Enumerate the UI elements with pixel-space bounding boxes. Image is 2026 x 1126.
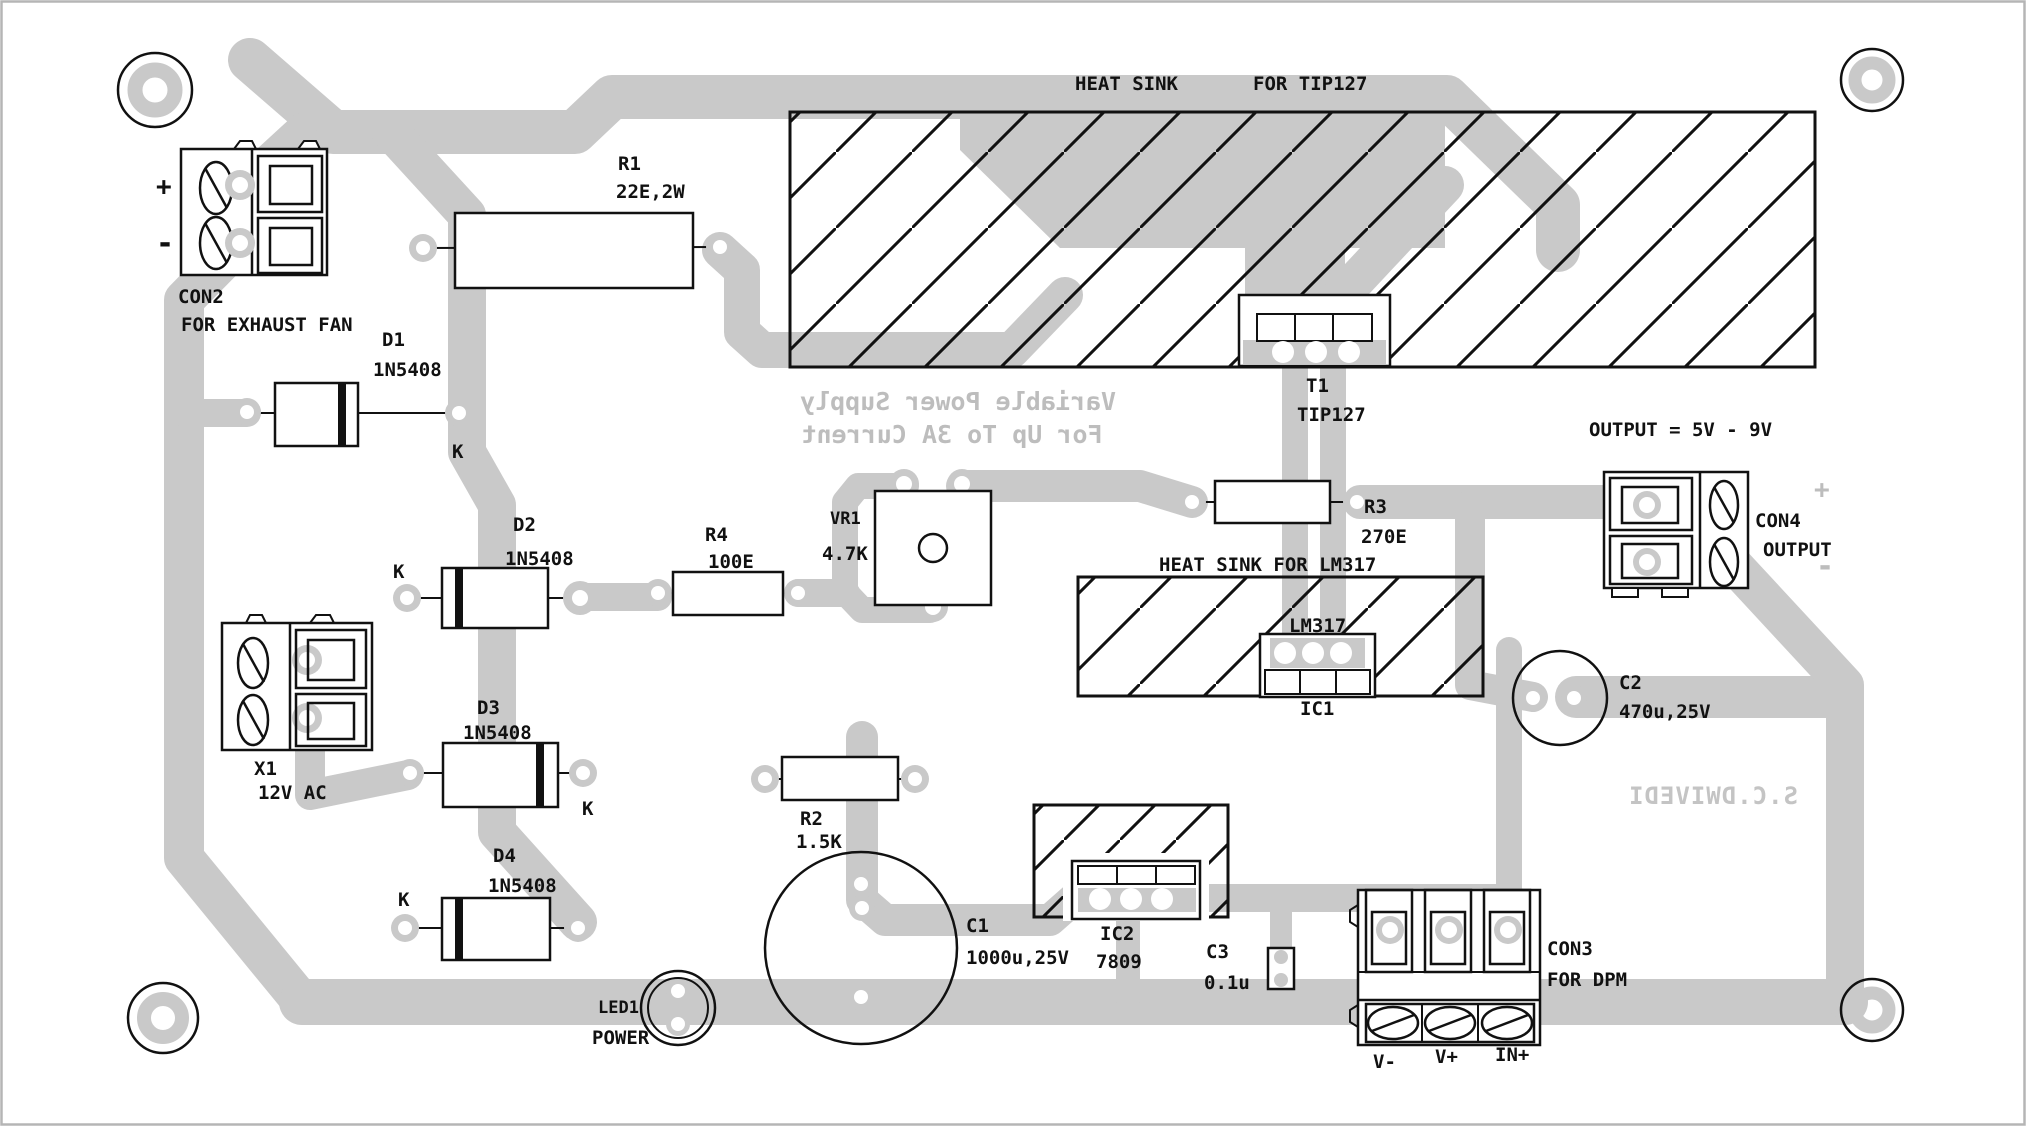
mounting-holes: [116, 47, 1905, 1055]
mounting-hole-top-right: [1839, 47, 1905, 113]
r3-ref: R3: [1364, 496, 1387, 518]
con3-desc: FOR DPM: [1547, 969, 1627, 991]
con4-plus-label: +: [1814, 475, 1830, 505]
connector-con3: [1349, 888, 1542, 1047]
ic2-7809-package: [1070, 859, 1202, 921]
r3-value: 270E: [1361, 526, 1407, 548]
d4-ref: D4: [493, 845, 516, 867]
d3-ref: D3: [477, 697, 500, 719]
capacitor-c1: [763, 850, 959, 1046]
r2-ref: R2: [800, 808, 823, 830]
d1-cathode-label: K: [452, 441, 464, 463]
vr1-value: 4.7K: [822, 543, 868, 565]
t1-ref: T1: [1306, 375, 1329, 397]
ic2-ref: IC2: [1100, 923, 1134, 945]
mounting-hole-bottom-right: [1839, 977, 1905, 1043]
d1-ref: D1: [382, 329, 405, 351]
heatsink-lm317-label: HEAT SINK FOR LM317: [1159, 554, 1376, 576]
r4-value: 100E: [708, 551, 754, 573]
resistor-r3: [1213, 479, 1332, 525]
con3-pin-inplus-label: IN+: [1495, 1044, 1529, 1066]
con2-minus-label: -: [156, 226, 174, 261]
d3-cathode-label: K: [582, 798, 594, 820]
con2-desc: FOR EXHAUST FAN: [181, 314, 353, 336]
r4-ref: R4: [705, 524, 728, 546]
led1-power: [639, 969, 717, 1047]
mirrored-copper-text: Variable Power Supply For Up To 3A Curre…: [800, 387, 1798, 810]
transistor-t1: [1237, 293, 1392, 368]
d2-value: 1N5408: [505, 548, 574, 570]
con3-pin-vplus-label: V+: [1435, 1046, 1458, 1068]
d1-value: 1N5408: [373, 359, 442, 381]
diode-d4: [440, 896, 552, 962]
output-range-note: OUTPUT = 5V - 9V: [1589, 419, 1772, 441]
diode-d3: [441, 741, 560, 809]
d2-cathode-label: K: [393, 561, 405, 583]
mounting-hole-top-left: [116, 51, 194, 129]
x1-ref: X1: [254, 758, 277, 780]
d4-value: 1N5408: [488, 875, 557, 897]
led1-ref: LED1: [598, 998, 639, 1018]
con3-pin-vminus-label: V-: [1373, 1051, 1396, 1073]
mirror-title-line1: Variable Power Supply: [800, 387, 1116, 416]
c1-ref: C1: [966, 915, 989, 937]
connector-x1: [220, 614, 374, 752]
con2-plus-label: +: [156, 172, 172, 202]
d3-value: 1N5408: [463, 722, 532, 744]
resistor-r1: [453, 211, 695, 290]
d2-ref: D2: [513, 514, 536, 536]
capacitor-c3: [1266, 945, 1296, 992]
x1-desc: 12V AC: [258, 782, 327, 804]
heatsink-tip127-label-b: FOR TIP127: [1253, 73, 1367, 95]
c3-value: 0.1u: [1204, 972, 1250, 994]
con4-desc: OUTPUT: [1763, 539, 1832, 561]
led1-desc: POWER: [592, 1027, 650, 1049]
d4-cathode-label: K: [398, 889, 410, 911]
r2-value: 1.5K: [796, 831, 842, 853]
con3-ref: CON3: [1547, 938, 1593, 960]
c2-ref: C2: [1619, 672, 1642, 694]
mirror-title-line2: For Up To 3A Current: [801, 420, 1102, 449]
c1-value: 1000u,25V: [966, 947, 1069, 969]
vr1-ref: VR1: [830, 509, 861, 529]
r1-value: 22E,2W: [616, 181, 685, 203]
c3-ref: C3: [1206, 941, 1229, 963]
capacitor-c2: [1511, 649, 1609, 747]
ic1-lm317-package: [1258, 632, 1377, 699]
con2-ref: CON2: [178, 286, 224, 308]
resistor-r2: [780, 755, 900, 802]
connector-con2: [179, 140, 329, 277]
r1-ref: R1: [618, 153, 641, 175]
mounting-hole-bottom-left: [126, 981, 200, 1055]
ic1-value: LM317: [1289, 615, 1346, 637]
connector-con4: [1602, 470, 1750, 598]
con4-minus-label: -: [1816, 549, 1834, 584]
t1-value: TIP127: [1297, 404, 1366, 426]
ic1-ref: IC1: [1300, 698, 1334, 720]
con4-ref: CON4: [1755, 510, 1801, 532]
ic2-value: 7809: [1096, 951, 1142, 973]
resistor-r4: [671, 570, 785, 617]
designer-watermark: S.C.DWIVEDI: [1628, 782, 1798, 810]
heatsink-tip127-label-a: HEAT SINK: [1075, 73, 1179, 95]
diode-d2: [440, 566, 550, 630]
diode-d1: [273, 381, 360, 448]
via-pad: [849, 895, 875, 921]
potentiometer-vr1: [873, 489, 993, 607]
c2-value: 470u,25V: [1619, 701, 1711, 723]
silkscreen-labels: HEAT SINK FOR TIP127 R1 22E,2W + - CON2 …: [156, 73, 1834, 1073]
